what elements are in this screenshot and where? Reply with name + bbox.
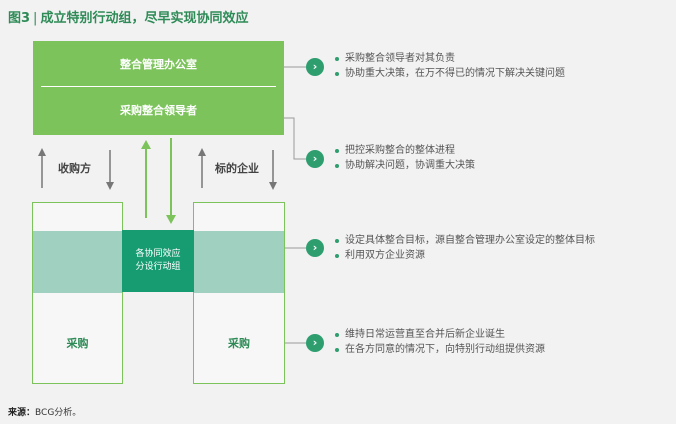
annotation-group-1: 采购整合领导者对其负责 协助重大决策，在万不得已的情况下解决关键问题 xyxy=(335,51,565,81)
annotation-group-4: 维持日常运营直至合并后新企业诞生 在各方同意的情况下，向特别行动组提供资源 xyxy=(335,327,545,357)
right-column-label: 采购 xyxy=(228,337,250,350)
chevron-right-icon: › xyxy=(306,239,324,257)
integration-management-box: 整合管理办公室 采购整合领导者 xyxy=(33,41,284,135)
annotation-item: 采购整合领导者对其负责 xyxy=(335,51,565,66)
task-force-line-1: 各协同效应 xyxy=(135,249,181,259)
target-down-arrowhead xyxy=(269,182,277,190)
figure-number: 图3 xyxy=(8,11,31,26)
target-up-arrowhead xyxy=(198,148,206,156)
imo-label: 整合管理办公室 xyxy=(120,58,197,71)
task-force-band: 各协同效应 分设行动组 xyxy=(122,230,194,292)
annotation-item: 设定具体整合目标，源自整合管理办公室设定的整体目标 xyxy=(335,233,595,248)
title-separator: | xyxy=(33,11,38,26)
task-force-line-2: 分设行动组 xyxy=(135,262,181,272)
figure-title: 图3|成立特别行动组，尽早实现协同效应 xyxy=(8,7,248,26)
left-column-band xyxy=(33,231,122,293)
target-company-label: 标的企业 xyxy=(215,162,259,175)
chevron-right-icon: › xyxy=(306,58,324,76)
top-box-divider xyxy=(41,86,276,87)
annotation-group-3: 设定具体整合目标，源自整合管理办公室设定的整体目标 利用双方企业资源 xyxy=(335,233,595,263)
annotation-item: 在各方同意的情况下，向特别行动组提供资源 xyxy=(335,342,545,357)
acquirer-up-arrowhead xyxy=(38,148,46,156)
acquirer-down-arrowhead xyxy=(106,182,114,190)
connector-line-2 xyxy=(284,117,306,160)
center-up-arrowhead xyxy=(141,140,151,149)
annotation-item: 协助重大决策，在万不得已的情况下解决关键问题 xyxy=(335,66,565,81)
right-column-band xyxy=(194,231,284,293)
annotation-group-2: 把控采购整合的整体进程 协助解决问题，协调重大决策 xyxy=(335,143,475,173)
chevron-right-icon: › xyxy=(306,334,324,352)
source-note: 来源：BCG分析。 xyxy=(8,405,81,418)
annotation-item: 把控采购整合的整体进程 xyxy=(335,143,475,158)
source-text: BCG分析。 xyxy=(35,408,82,418)
annotation-item: 利用双方企业资源 xyxy=(335,248,595,263)
acquirer-label: 收购方 xyxy=(58,162,91,175)
right-column: 采购 xyxy=(193,202,285,384)
left-column-label: 采购 xyxy=(66,337,89,350)
procurement-lead-label: 采购整合领导者 xyxy=(120,104,197,117)
left-column: 采购 xyxy=(32,202,123,384)
source-label: 来源： xyxy=(8,408,36,418)
chevron-right-icon: › xyxy=(306,150,324,168)
annotation-item: 协助解决问题，协调重大决策 xyxy=(335,158,475,173)
annotation-item: 维持日常运营直至合并后新企业诞生 xyxy=(335,327,545,342)
figure-title-text: 成立特别行动组，尽早实现协同效应 xyxy=(40,11,249,26)
center-down-arrowhead xyxy=(166,215,176,224)
